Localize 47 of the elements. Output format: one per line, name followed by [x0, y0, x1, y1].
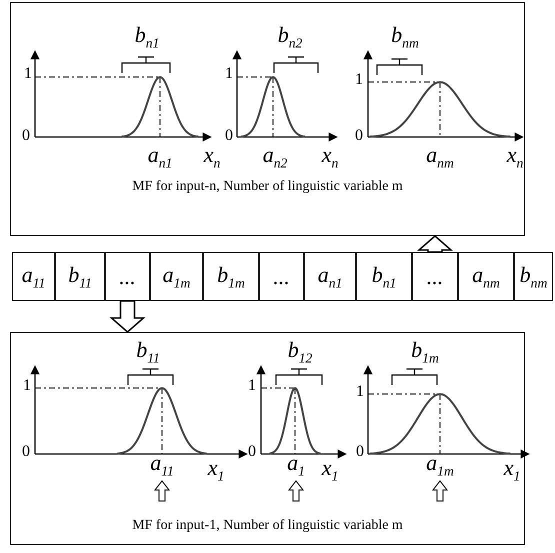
tick-label: 0 [22, 128, 30, 144]
hollow-arrow [417, 235, 453, 253]
parameter-cell: b$_{1m}$ [203, 252, 259, 301]
panel-caption: MF for input-n, Number of linguistic variable m [132, 179, 403, 195]
parameter-cell: ... [259, 252, 304, 301]
tick-label: 1 [23, 378, 31, 394]
hollow-arrow [110, 300, 146, 333]
parameter-cell: ... [412, 252, 458, 301]
variable-label: b$_{n1}$ [134, 24, 160, 50]
variable-label: a$_{n2}$ [262, 144, 288, 170]
parameter-cell: b$_{nm}$ [514, 252, 553, 301]
tick-label: 1 [248, 378, 256, 394]
panel [10, 2, 525, 236]
parameter-cell: a$_{11}$ [12, 252, 55, 301]
panel [10, 332, 525, 545]
tick-label: 1 [356, 384, 364, 400]
variable-label: x$_{n}$ [322, 144, 338, 170]
variable-label: b$_{nm}$ [391, 24, 419, 50]
tick-label: 0 [248, 444, 256, 460]
tick-label: 0 [225, 128, 233, 144]
variable-label: a$_{n1}$ [148, 144, 172, 170]
parameter-cell: a$_{1m}$ [150, 252, 203, 301]
variable-label: a$_{1}$ [287, 452, 305, 478]
panel-caption: MF for input-1, Number of linguistic variable m [132, 518, 403, 534]
tick-label: 1 [355, 72, 363, 88]
parameter-cell: ... [105, 252, 150, 301]
parameter-cell: a$_{n1}$ [304, 252, 356, 301]
variable-label: b$_{12}$ [288, 339, 312, 366]
parameter-cell: a$_{nm}$ [458, 252, 514, 301]
tick-label: 1 [24, 66, 32, 82]
parameter-cell: b$_{11}$ [55, 252, 105, 301]
variable-label: x$_{1}$ [208, 457, 224, 484]
parameter-cell: b$_{n1}$ [356, 252, 412, 301]
variable-label: x$_{1}$ [504, 457, 520, 484]
tick-label: 0 [355, 128, 363, 144]
tick-label: 0 [22, 444, 30, 460]
tick-label: 1 [225, 66, 233, 82]
tick-label: 0 [356, 444, 364, 460]
variable-label: b$_{n2}$ [278, 24, 302, 50]
variable-label: x$_{n}$ [506, 144, 524, 170]
variable-label: a$_{nm}$ [426, 144, 454, 170]
variable-label: x$_{n}$ [204, 144, 220, 170]
variable-label: a$_{1m}$ [426, 452, 454, 478]
variable-label: b$_{11}$ [136, 339, 160, 366]
variable-label: x$_{1}$ [322, 457, 338, 484]
variable-label: b$_{1m}$ [411, 339, 439, 366]
variable-label: a$_{11}$ [150, 452, 174, 478]
